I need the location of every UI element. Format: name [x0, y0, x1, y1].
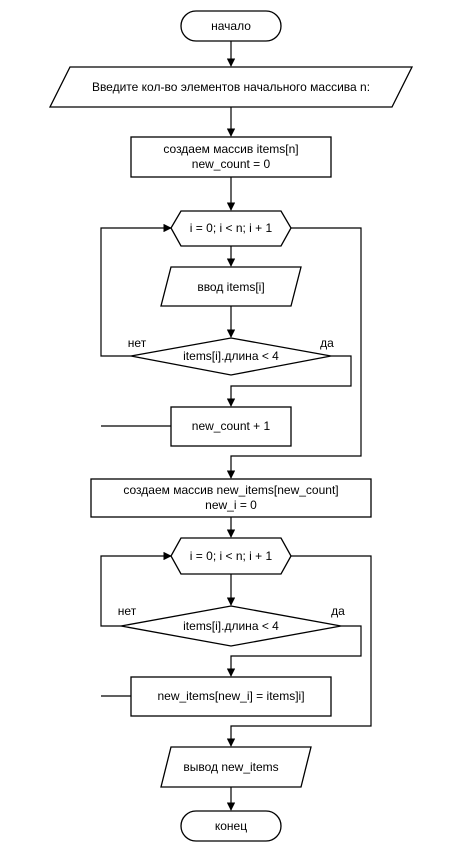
edge-cond1-no-loopback: [100, 223, 172, 357]
cond1-diamond: items[i].длина < 4 нет да: [128, 336, 334, 376]
cond2-no-label: нет: [118, 604, 137, 618]
cond1-label: items[i].длина < 4: [183, 349, 279, 363]
edges: [100, 41, 372, 811]
start-terminator: начало: [180, 10, 282, 42]
inc-count-process: new_count + 1: [170, 406, 292, 447]
loop1-label: i = 0; i < n; i + 1: [190, 221, 273, 235]
start-label: начало: [211, 19, 251, 33]
output-label: вывод new_items: [183, 760, 278, 774]
loop2-hexagon: i = 0; i < n; i + 1: [170, 537, 292, 575]
create-new-items-process: создаем массив new_items[new_count] new_…: [90, 478, 372, 518]
input-item-parallelogram: ввод items[i]: [160, 266, 302, 307]
edge-loop1-exit: [226, 227, 362, 479]
input-count-label: Введите кол-во элементов начального масс…: [92, 80, 370, 94]
cond1-no-label: нет: [128, 336, 147, 350]
end-label: конец: [215, 819, 247, 833]
create-new-line2: new_i = 0: [205, 498, 257, 512]
assign-label: new_items[new_i] = items]i]: [157, 689, 304, 703]
loop1-hexagon: i = 0; i < n; i + 1: [170, 210, 292, 247]
create-new-line1: создаем массив new_items[new_count]: [123, 483, 338, 497]
input-count-parallelogram: Введите кол-во элементов начального масс…: [48, 66, 414, 108]
input-item-label: ввод items[i]: [197, 280, 264, 294]
create-items-process: создаем массив items[n] new_count = 0: [130, 136, 332, 178]
cond1-yes-label: да: [320, 336, 334, 350]
create-items-line1: создаем массив items[n]: [163, 142, 298, 156]
edge-cond2-yes: [226, 625, 362, 677]
create-items-line2: new_count = 0: [192, 157, 271, 171]
cond2-label: items[i].длина < 4: [183, 619, 279, 633]
assign-process: new_items[new_i] = items]i]: [130, 676, 332, 717]
cond2-diamond: items[i].длина < 4 нет да: [118, 604, 345, 647]
edge-loop2-exit: [226, 555, 372, 747]
edge-cond2-no-loopback: [100, 551, 172, 627]
cond2-yes-label: да: [331, 604, 345, 618]
edge-cond1-yes: [226, 355, 352, 407]
loop2-label: i = 0; i < n; i + 1: [190, 549, 273, 563]
output-parallelogram: вывод new_items: [160, 746, 312, 788]
inc-count-label: new_count + 1: [192, 419, 271, 433]
end-terminator: конец: [180, 810, 282, 842]
